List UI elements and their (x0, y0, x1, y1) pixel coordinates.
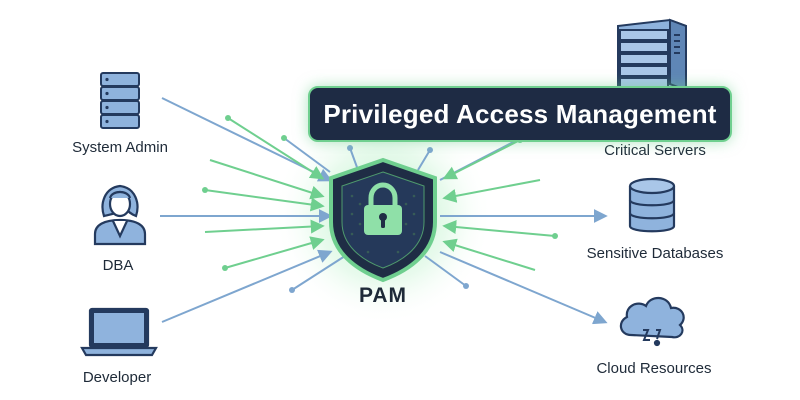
spoke-dots (202, 115, 558, 293)
node-label-sensitive-databases: Sensitive Databases (586, 245, 724, 262)
connector-developer (161, 249, 333, 323)
database-icon (628, 177, 676, 233)
hub-label: PAM (358, 284, 408, 307)
server-tower-icon (617, 18, 687, 98)
diagram-title: Privileged Access Management (323, 98, 717, 129)
shield-lock-icon (329, 157, 437, 283)
person-icon (93, 184, 147, 246)
server-stack-icon (100, 72, 140, 129)
node-label-cloud-resources: Cloud Resources (596, 360, 712, 377)
connector-cloud-resources (439, 251, 608, 325)
node-label-critical-servers: Critical Servers (604, 142, 706, 159)
title-banner: Privileged Access Management (308, 86, 732, 142)
cloud-icon (619, 296, 685, 347)
laptop-icon (80, 307, 158, 357)
node-label-dba: DBA (102, 257, 134, 274)
node-label-system-admin: System Admin (72, 139, 168, 156)
node-label-developer: Developer (82, 369, 152, 386)
